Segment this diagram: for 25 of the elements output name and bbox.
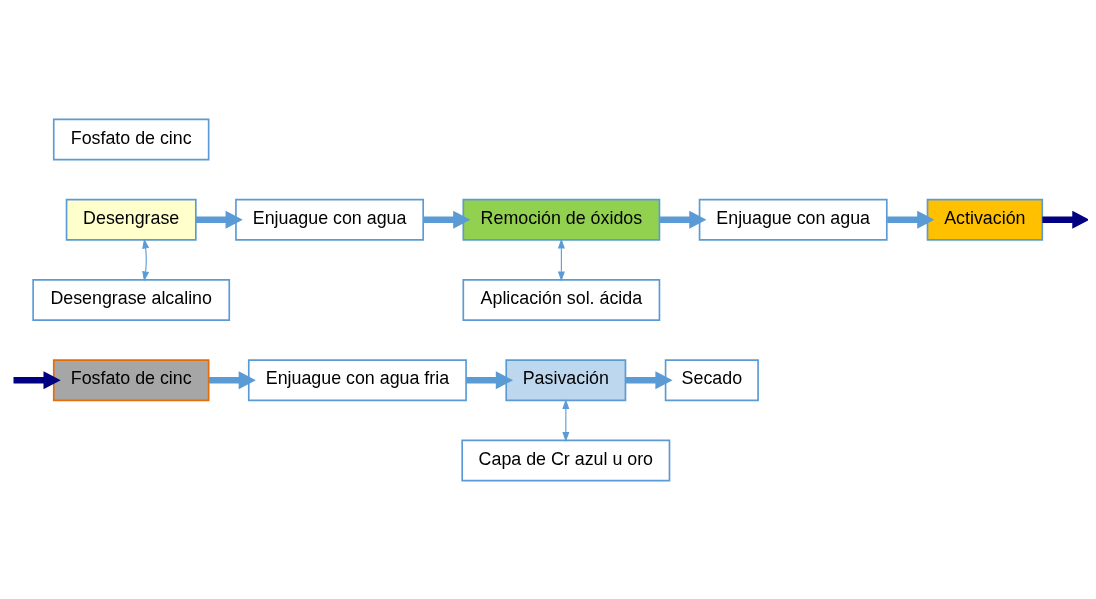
node-box: Enjuague con agua fria (247, 358, 467, 401)
arrow (557, 237, 565, 281)
node-box: Secado (664, 358, 759, 401)
node-box: Desengrase alcalino (32, 278, 231, 321)
node-box: Enjuague con agua (235, 198, 424, 241)
arrow (625, 370, 673, 389)
arrow (142, 238, 150, 281)
arrow (208, 370, 256, 389)
arrow (1042, 210, 1088, 229)
arrow (423, 210, 471, 229)
node-box: Activación (926, 198, 1044, 241)
arrow (195, 210, 243, 229)
arrow (562, 398, 570, 442)
arrow (466, 370, 514, 389)
node-box: Aplicación sol. ácida (462, 278, 661, 321)
node-box: Remoción de óxidos (462, 198, 661, 241)
node-box: Pasivación (505, 358, 627, 401)
arrow (887, 210, 935, 229)
node-box: Enjuague con agua (698, 198, 888, 241)
node-box: Capa de Cr azul u oro (461, 439, 671, 481)
arrow (13, 370, 61, 389)
arrow (659, 210, 707, 229)
node-box: Fosfato de cinc (52, 358, 210, 401)
node-box: Desengrase (65, 198, 197, 241)
node-box: Fosfato de cinc (52, 118, 210, 160)
